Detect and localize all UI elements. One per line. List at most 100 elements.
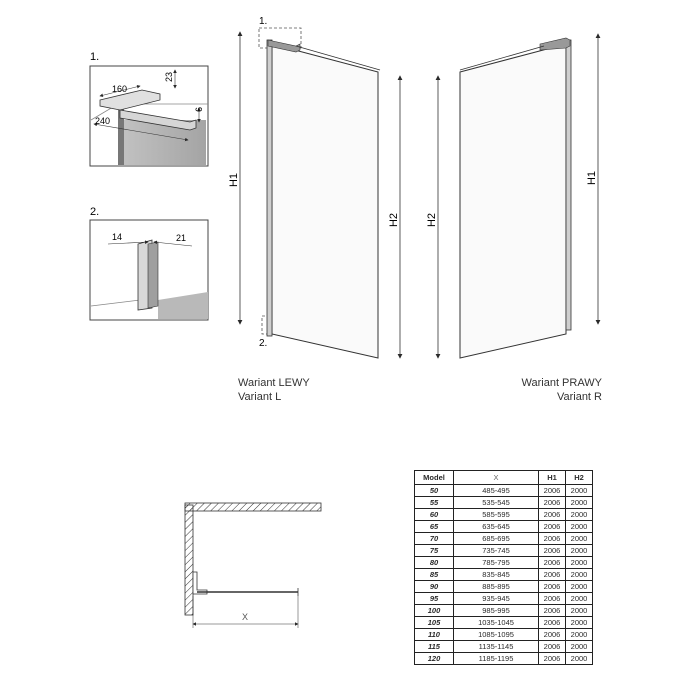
detail-1: 1. 160 23 6 240: [89, 51, 209, 167]
plan-wall-profile: [192, 571, 208, 595]
h2-cell: 2000: [565, 556, 593, 569]
left-variant-caption: Wariant LEWY Variant L: [238, 376, 310, 404]
h1-cell: 2006: [538, 496, 566, 509]
x-cell: 785-795: [453, 556, 539, 569]
x-cell: 1135-1145: [453, 640, 539, 653]
h1-cell: 2006: [538, 652, 566, 665]
left-h2-label: H2: [388, 213, 400, 227]
h2-cell: 2000: [565, 652, 593, 665]
x-cell: 885-895: [453, 580, 539, 593]
h1-cell: 2006: [538, 508, 566, 521]
h1-cell: 2006: [538, 520, 566, 533]
right-h1-label: H1: [586, 171, 598, 185]
model-cell: 80: [414, 556, 454, 569]
h2-cell: 2000: [565, 508, 593, 521]
left-variant-title-en: Variant L: [238, 391, 282, 403]
model-cell: 115: [414, 640, 454, 653]
h2-cell: 2000: [565, 592, 593, 605]
right-variant-title-en: Variant R: [556, 391, 602, 403]
h2-cell: 2000: [565, 532, 593, 545]
detail-2-dim-a: 14: [112, 232, 122, 242]
plan-x-label: X: [242, 612, 248, 622]
detail-1-dim-c: 6: [194, 107, 204, 112]
h1-cell: 2006: [538, 532, 566, 545]
right-h2-label: H2: [426, 213, 438, 227]
x-cell: 835-845: [453, 568, 539, 581]
detail-1-dim-d: 240: [95, 116, 110, 126]
left-stabilizer-bar: [295, 45, 381, 71]
model-cell: 95: [414, 592, 454, 605]
detail-2-dim-b: 21: [176, 233, 186, 243]
model-cell: 85: [414, 568, 454, 581]
header-model: Model: [414, 470, 454, 485]
model-cell: 50: [414, 484, 454, 497]
plan-view: X: [184, 502, 322, 628]
right-variant-title-pl: Wariant PRAWY: [521, 377, 602, 389]
left-variant-drawing: 1. 2. H1 H2: [228, 16, 403, 359]
left-wall-profile: [266, 39, 273, 337]
h2-cell: 2000: [565, 520, 593, 533]
spec-table-header-row: Model X H1 H2: [414, 470, 593, 485]
x-cell: 1035-1045: [453, 616, 539, 629]
left-h1-label: H1: [228, 173, 240, 187]
h1-cell: 2006: [538, 592, 566, 605]
x-cell: 535-545: [453, 496, 539, 509]
right-variant-caption: Wariant PRAWY Variant R: [480, 376, 602, 404]
detail-2: 2. 14 21: [89, 206, 209, 321]
h1-cell: 2006: [538, 484, 566, 497]
x-cell: 1085-1095: [453, 628, 539, 641]
h2-cell: 2000: [565, 580, 593, 593]
model-cell: 60: [414, 508, 454, 521]
plan-side-wall: [184, 504, 194, 616]
right-glass-panel: [459, 43, 567, 359]
h2-cell: 2000: [565, 628, 593, 641]
right-stabilizer-bar: [459, 45, 545, 71]
h2-cell: 2000: [565, 640, 593, 653]
model-cell: 90: [414, 580, 454, 593]
plan-back-wall: [184, 502, 322, 512]
model-cell: 70: [414, 532, 454, 545]
left-detail-1-callout: 1.: [259, 16, 267, 27]
h1-cell: 2006: [538, 556, 566, 569]
h1-cell: 2006: [538, 628, 566, 641]
detail-1-bracket: [99, 89, 161, 111]
x-cell: 585-595: [453, 508, 539, 521]
detail-1-dim-a: 160: [112, 84, 127, 94]
h2-cell: 2000: [565, 616, 593, 629]
model-cell: 100: [414, 604, 454, 617]
detail-1-dim-b: 23: [164, 72, 174, 82]
h2-cell: 2000: [565, 496, 593, 509]
x-cell: 935-945: [453, 592, 539, 605]
detail-2-label: 2.: [90, 206, 99, 218]
model-cell: 105: [414, 616, 454, 629]
h1-cell: 2006: [538, 544, 566, 557]
detail-2-glass-edge: [147, 241, 159, 309]
left-variant-title-pl: Wariant LEWY: [238, 377, 310, 389]
x-cell: 635-645: [453, 520, 539, 533]
left-glass-panel: [271, 43, 379, 359]
x-cell: 485-495: [453, 484, 539, 497]
header-h2: H2: [565, 470, 593, 485]
header-h1: H1: [538, 470, 566, 485]
x-cell: 735-745: [453, 544, 539, 557]
h2-cell: 2000: [565, 604, 593, 617]
x-cell: 985-995: [453, 604, 539, 617]
h1-cell: 2006: [538, 568, 566, 581]
detail-1-label: 1.: [90, 51, 99, 63]
h1-cell: 2006: [538, 616, 566, 629]
